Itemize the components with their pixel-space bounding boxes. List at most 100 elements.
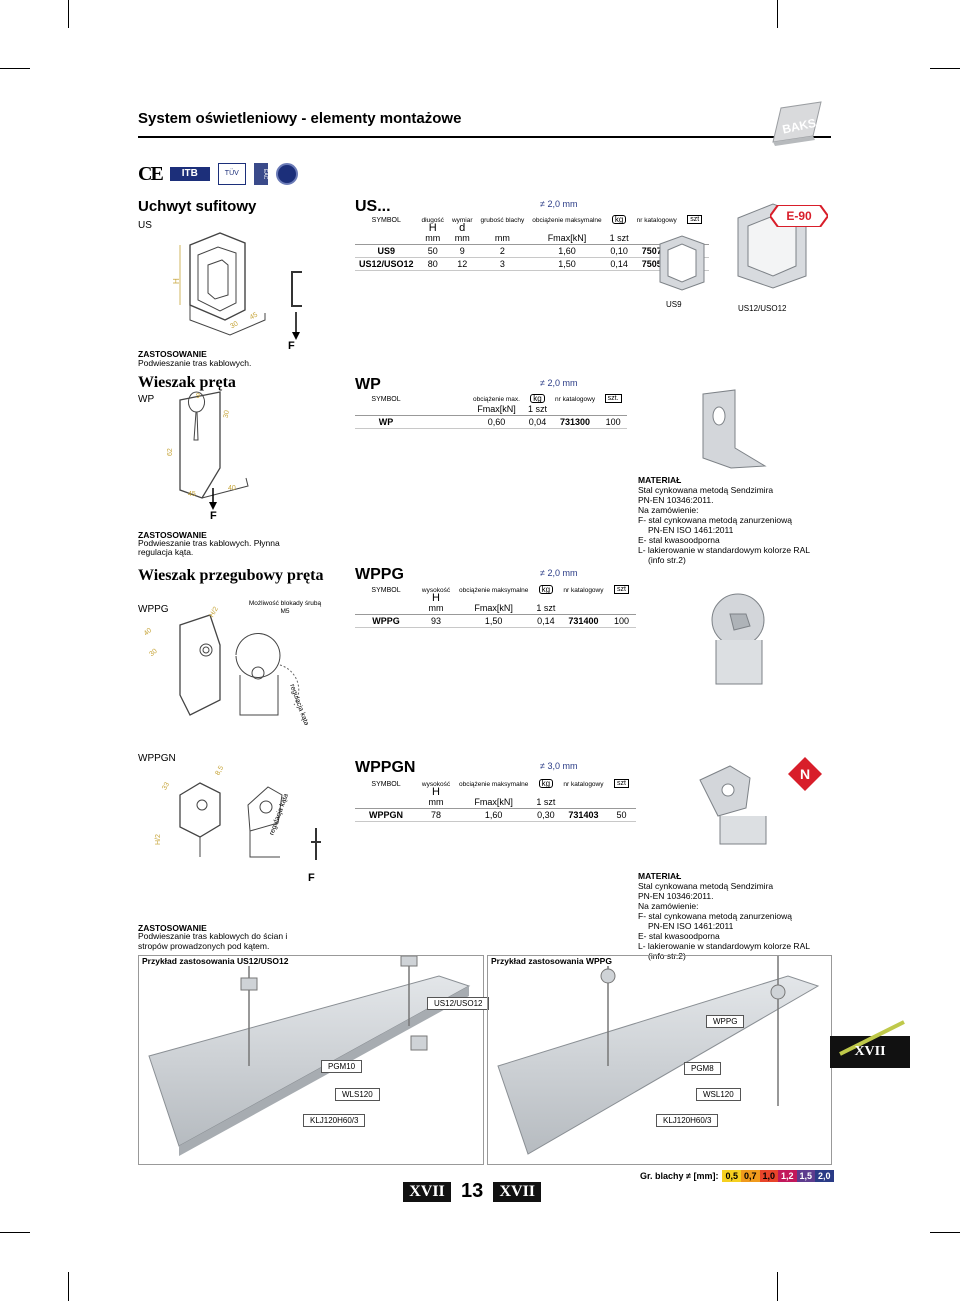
material-line: F- stal cynkowana metodą zanurzeniową bbox=[638, 911, 793, 921]
table-cell: 78 bbox=[417, 808, 455, 822]
us-tolerance: ≠ 2,0 mm bbox=[540, 199, 578, 209]
col-length: długość bbox=[421, 217, 444, 224]
table-cell: 0,14 bbox=[605, 257, 633, 271]
force-label: F bbox=[210, 510, 217, 522]
chapter-tab-label: XVII bbox=[854, 1044, 886, 1059]
table-cell: 80 bbox=[417, 257, 448, 271]
us-technical-drawing: H 30 45 bbox=[170, 225, 270, 340]
box-icon: szt bbox=[614, 779, 629, 788]
dim-label: 40 bbox=[228, 485, 236, 492]
table-cell: 93 bbox=[417, 614, 455, 628]
us-spec-table: SYMBOL długość wymiar grubość blachy obc… bbox=[355, 214, 709, 271]
dim-label: 9 bbox=[196, 393, 200, 400]
wp-title: Wieszak pręta bbox=[138, 374, 236, 391]
wp-table-title: WP bbox=[355, 376, 381, 393]
header-rule bbox=[138, 136, 831, 138]
sheet-thickness-swatch: 1,5 bbox=[796, 1170, 816, 1182]
page-number: 13 bbox=[461, 1180, 484, 1202]
dim-label: 40 bbox=[143, 627, 154, 637]
ce-mark-icon: CE bbox=[138, 162, 164, 185]
wppgn-technical-drawing: 33 8,5 H/2 regulacja kąta bbox=[140, 765, 320, 865]
table-cell: 1,60 bbox=[528, 244, 606, 258]
col-catalog: nr katalogowy bbox=[563, 587, 604, 594]
col-pack: szt. bbox=[599, 393, 627, 403]
unit: 1 szt bbox=[532, 602, 560, 615]
unit: Fmax[kN] bbox=[455, 602, 533, 615]
material-line: PN-EN 10346:2011. bbox=[638, 891, 714, 901]
table-cell: 731400 bbox=[559, 614, 608, 628]
example-label: WLS120 bbox=[335, 1088, 380, 1101]
material-line: Na zamówienie: bbox=[638, 901, 699, 911]
round-cert-icon bbox=[275, 163, 298, 185]
page-title: System oświetleniowy - elementy montażow… bbox=[138, 110, 462, 127]
new-badge: N bbox=[788, 757, 822, 791]
crop-mark bbox=[0, 1232, 30, 1233]
symbol-h: H bbox=[432, 786, 440, 798]
example-right-title: Przykład zastosowania WPPG bbox=[488, 956, 615, 966]
symbol-h: H bbox=[432, 592, 440, 604]
example-label: KLJ120H60/3 bbox=[303, 1114, 366, 1127]
example-label: US12/USO12 bbox=[427, 997, 490, 1010]
chapter-right: XVII bbox=[493, 1181, 542, 1202]
col-symbol: SYMBOL bbox=[371, 217, 401, 224]
crop-mark bbox=[930, 1232, 960, 1233]
table-cell: WP bbox=[355, 415, 417, 429]
table-cell: 731403 bbox=[559, 808, 608, 822]
material-block: MATERIAŁ Stal cynkowana metodą Sendzimir… bbox=[638, 475, 828, 565]
col-weight: kg bbox=[532, 584, 559, 594]
force-label: F bbox=[288, 340, 295, 352]
example-left-panel: Przykład zastosowania US12/USO12 US12/US… bbox=[138, 955, 490, 1165]
col-symbol: SYMBOL bbox=[371, 781, 401, 788]
kg-icon: kg bbox=[611, 215, 627, 224]
dim-label: 33 bbox=[161, 781, 171, 791]
table-cell: 100 bbox=[599, 415, 628, 429]
wp-technical-drawing: 62 9 30 45 40 bbox=[158, 390, 258, 510]
page-footer: XVII 13 XVII bbox=[403, 1180, 542, 1203]
material-line: E- stal kwasoodporna bbox=[638, 535, 720, 545]
table-cell: 1,50 bbox=[528, 257, 606, 271]
wppg-spec-table: SYMBOL wysokość obciążenie maksymalne kg… bbox=[355, 584, 636, 628]
chapter-tab: XVII bbox=[830, 1018, 910, 1068]
us-profile-drawing bbox=[290, 270, 304, 308]
table-cell: 1,60 bbox=[455, 808, 533, 822]
table-cell: 50 bbox=[607, 808, 636, 822]
material-line: F- stal cynkowana metodą zanurzeniową bbox=[638, 515, 793, 525]
symbol-h: H bbox=[428, 222, 437, 234]
col-height: wysokość bbox=[421, 781, 451, 788]
col-catalog: nr katalogowy bbox=[555, 396, 596, 403]
table-cell: 2 bbox=[476, 244, 529, 258]
col-thickness: grubość blachy bbox=[480, 217, 525, 224]
table-cell: 3 bbox=[476, 257, 529, 271]
e90-badge: E-90 bbox=[768, 204, 830, 228]
wp-tolerance: ≠ 2,0 mm bbox=[540, 378, 578, 388]
material-line: L- lakierowanie w standardowym kolorze R… bbox=[638, 941, 810, 951]
kg-icon: kg bbox=[538, 585, 554, 594]
dim-w1-label: 30 bbox=[229, 320, 239, 330]
col-symbol: SYMBOL bbox=[371, 396, 401, 403]
wppg-code: WPPG bbox=[138, 604, 169, 615]
material-line: Na zamówienie: bbox=[638, 505, 699, 515]
wppg-table-title: WPPG bbox=[355, 566, 404, 583]
col-pack: szt bbox=[608, 778, 636, 788]
box-icon: szt. bbox=[604, 394, 622, 403]
dim-h-label: H bbox=[172, 278, 181, 284]
col-pack: szt bbox=[608, 584, 636, 594]
material-line: Stal cynkowana metodą Sendzimira bbox=[638, 485, 774, 495]
table-cell: WPPGN bbox=[355, 808, 417, 822]
wppg-photo bbox=[690, 580, 790, 692]
wp-usage-title: ZASTOSOWANIE bbox=[138, 530, 207, 540]
material-line: (info str.2) bbox=[648, 555, 686, 565]
sheet-thickness-swatch: 1,0 bbox=[759, 1170, 779, 1182]
dim-label: 8,5 bbox=[214, 765, 225, 777]
unit: mm bbox=[476, 232, 529, 245]
us-title: Uchwyt sufitowy bbox=[138, 198, 257, 215]
col-load: obciążenie maksymalne bbox=[459, 781, 529, 788]
sheet-thickness-label: Gr. blachy ≠ [mm]: bbox=[640, 1171, 719, 1181]
dim-label: 30 bbox=[223, 410, 231, 419]
table-cell: 9 bbox=[447, 244, 477, 258]
col-height: wysokość bbox=[421, 587, 451, 594]
crop-mark bbox=[930, 68, 960, 69]
col-load: obciążenie maksymalne bbox=[459, 587, 529, 594]
